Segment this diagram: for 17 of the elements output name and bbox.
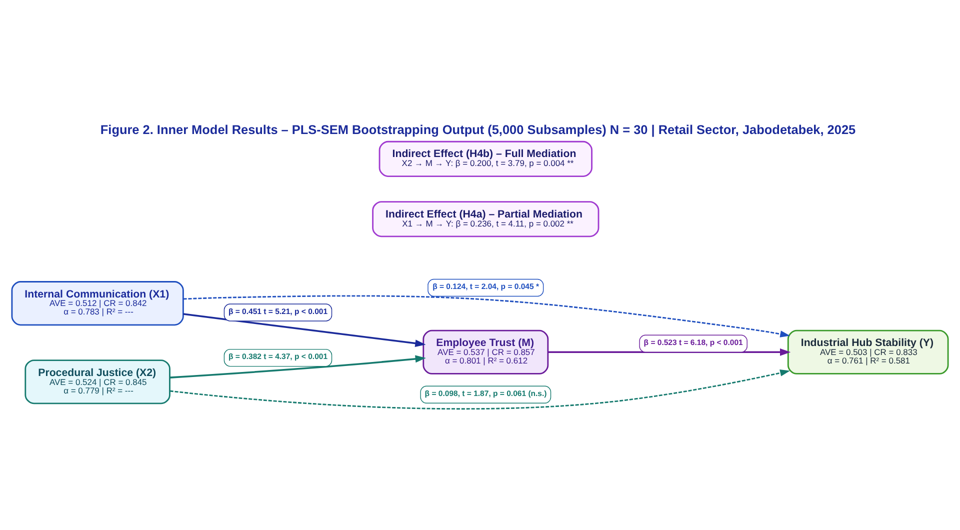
edge-label: β = 0.124, t = 2.04, p = 0.045 *: [432, 282, 540, 291]
node-box: Employee Trust (M) AVE = 0.537 | CR = 0.857 α = 0.801 | R² = 0.612: [422, 329, 549, 374]
arrow: [170, 354, 426, 378]
diagram-title: Figure 2. Inner Model Results – PLS-SEM Bootstrapping Output (5,000 Subsamples) N = 30 | Retail Sector, Jabodetabek, 2025: [100, 122, 856, 137]
edge-label: β = 0.098, t = 1.87, p = 0.061 (n.s.): [424, 388, 547, 398]
arrow: [548, 348, 791, 356]
arrow: [183, 312, 426, 347]
edge-label: β = 0.523 t = 6.18, p < 0.001: [644, 337, 743, 346]
arrow: [170, 369, 790, 409]
node-box: Internal Communication (X1) AVE = 0.512 | CR = 0.842 α = 0.783 | R² = ---: [11, 280, 184, 326]
node-box: Indirect Effect (H4a) – Partial Mediation X1 → M → Y: β = 0.236, t = 4.11, p = 0.002 **: [372, 200, 600, 237]
node-box: Indirect Effect (H4b) – Full Mediation X2 → M → Y: β = 0.200, t = 3.79, p = 0.004 **: [378, 140, 592, 177]
arrow: [183, 294, 790, 337]
node-box: Procedural Justice (X2) AVE = 0.524 | CR = 0.845 α = 0.779 | R² = ---: [24, 359, 170, 404]
edge-label: β = 0.382 t = 4.37, p < 0.001: [228, 352, 328, 361]
node-box: Industrial Hub Stability (Y) AVE = 0.503 | CR = 0.833 α = 0.761 | R² = 0.581: [787, 329, 949, 374]
edge-label: β = 0.451 t = 5.21, p < 0.001: [228, 306, 328, 316]
